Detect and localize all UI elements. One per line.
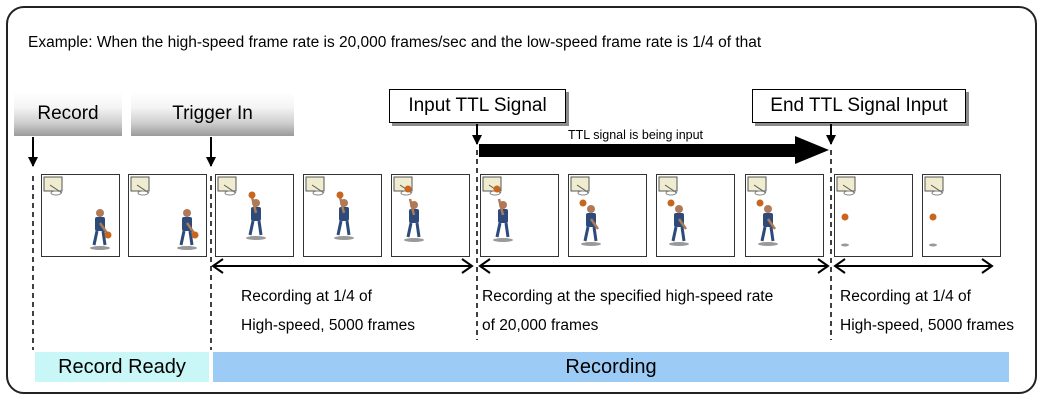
- segment-label-low-speed-1: Recording at 1/4 of High-speed, 5000 fra…: [241, 282, 415, 340]
- ttl-arrow-shaft: [479, 144, 797, 157]
- input-ttl-signal-box: Input TTL Signal: [389, 89, 566, 123]
- player-sketch: [43, 176, 112, 250]
- frame-thumbnail: [303, 174, 382, 257]
- diagram-frame: [6, 6, 1037, 394]
- example-caption: Example: When the high-speed frame rate …: [28, 34, 762, 51]
- recording-bar: Recording: [213, 352, 1009, 382]
- ttl-signal-note: TTL signal is being input: [568, 128, 704, 142]
- frame-thumbnail: [922, 174, 1001, 257]
- segment-line: Recording at 1/4 of: [241, 288, 372, 305]
- ttl-arrow-head: [795, 136, 829, 164]
- player-sketch: [570, 176, 601, 246]
- segment-line: Recording at 1/4 of: [840, 288, 971, 305]
- segment-line: High-speed, 5000 frames: [840, 317, 1015, 334]
- player-sketch: [482, 176, 513, 242]
- segment-line: Recording at the specified high-speed ra…: [482, 288, 774, 305]
- frame-thumbnail: [656, 174, 735, 257]
- record-button[interactable]: Record: [14, 92, 122, 136]
- player-sketch: [305, 176, 354, 240]
- player-sketch: [836, 176, 856, 247]
- frame-thumbnail: [391, 174, 470, 257]
- frame-thumbnail: [568, 174, 647, 257]
- frame-thumbnail: [834, 174, 913, 257]
- trigger-in-button[interactable]: Trigger In: [131, 92, 294, 136]
- frame-thumbnail: [480, 174, 559, 257]
- player-sketch: [747, 176, 778, 246]
- frame-thumbnail: [215, 174, 294, 257]
- segment-label-low-speed-2: Recording at 1/4 of High-speed, 5000 fra…: [840, 282, 1014, 340]
- player-sketch: [924, 176, 944, 247]
- player-sketch: [658, 176, 689, 246]
- segment-line: of 20,000 frames: [482, 317, 599, 334]
- segment-line: High-speed, 5000 frames: [241, 317, 416, 334]
- frame-thumbnail: [41, 174, 120, 257]
- frame-thumbnail: [128, 174, 207, 257]
- frame-thumbnail: [745, 174, 824, 257]
- end-ttl-signal-box: End TTL Signal Input: [752, 89, 966, 123]
- player-sketch: [217, 176, 266, 240]
- player-sketch: [393, 176, 424, 242]
- segment-label-high-speed: Recording at the specified high-speed ra…: [482, 282, 773, 340]
- record-ready-bar: Record Ready: [35, 352, 209, 382]
- player-sketch: [130, 176, 199, 250]
